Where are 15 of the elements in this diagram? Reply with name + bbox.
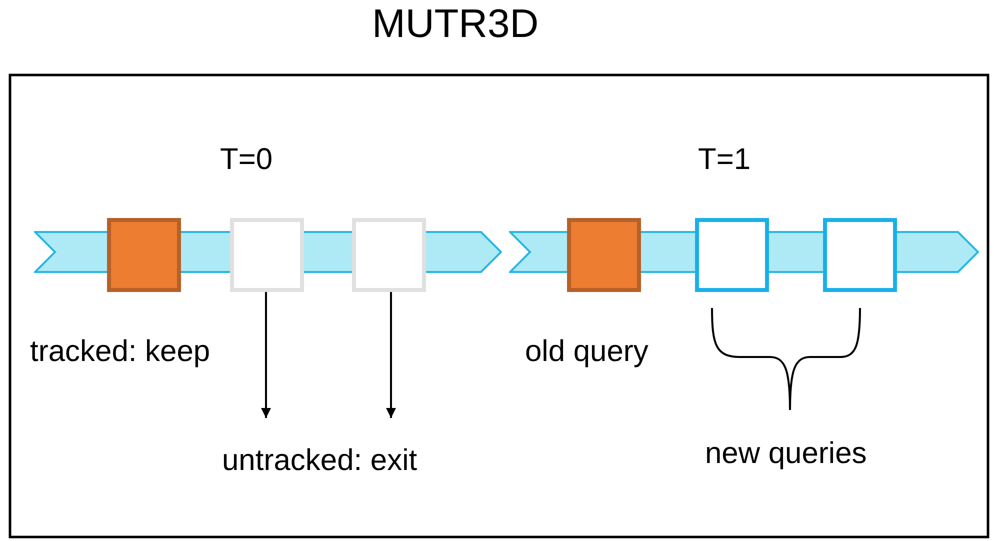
square-slot bbox=[107, 218, 181, 292]
text-label: tracked: keep bbox=[30, 335, 210, 369]
square-slot bbox=[823, 218, 897, 292]
text-label: T=1 bbox=[698, 143, 751, 177]
text-label: new queries bbox=[705, 437, 867, 471]
title: MUTR3D bbox=[372, 2, 539, 47]
exit-label: untracked: exit bbox=[222, 418, 418, 478]
text-label: T=0 bbox=[220, 143, 273, 177]
square-slot bbox=[567, 218, 641, 292]
text-label: old query bbox=[525, 335, 648, 369]
square-slot bbox=[352, 218, 426, 292]
arrow bbox=[386, 292, 396, 418]
square-slot bbox=[230, 218, 304, 292]
square-slot bbox=[695, 218, 769, 292]
arrow bbox=[261, 292, 271, 418]
